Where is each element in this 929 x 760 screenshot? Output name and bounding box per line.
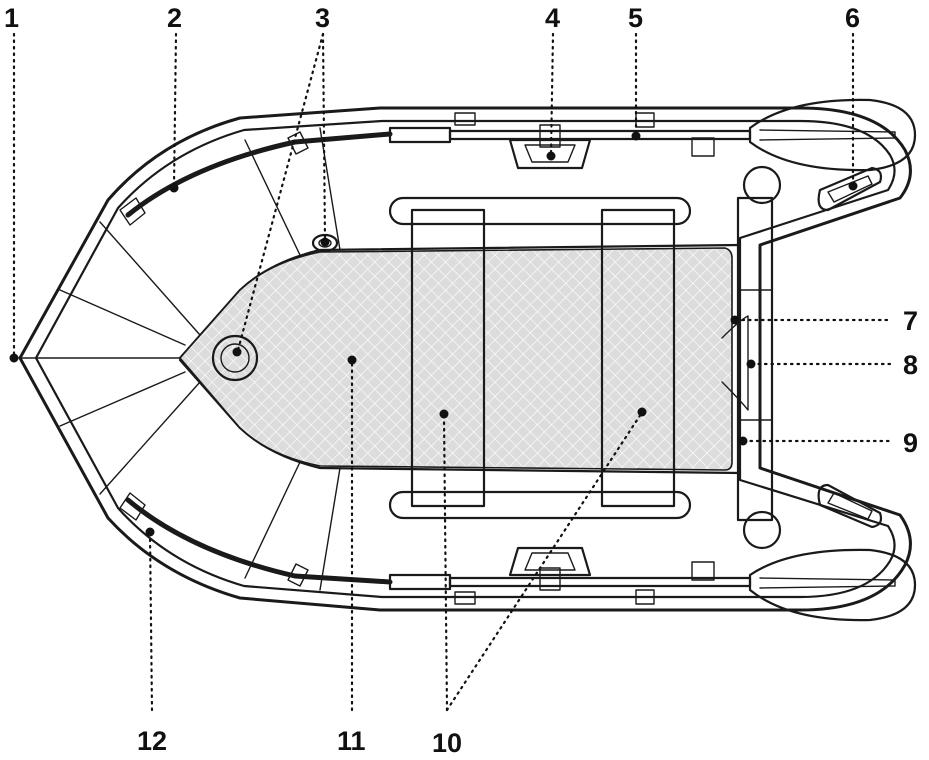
stern-handles [817,166,883,529]
leaders [9,32,892,712]
seat-front [410,208,486,508]
oarlock-top [508,124,592,170]
floor-mesh [178,247,733,471]
callout-3: 3 [315,3,330,33]
grab-line-top [119,131,393,226]
callout-10: 10 [432,728,462,758]
callout-11: 11 [337,726,366,756]
callout-4: 4 [545,3,560,33]
keel-valve [211,334,259,382]
seat-rear [600,208,676,508]
grab-line-bottom [119,492,393,587]
callout-5: 5 [628,3,643,33]
callout-1: 1 [4,3,19,33]
callout-12: 12 [137,726,167,756]
callout-2: 2 [167,3,182,33]
oar-bottom [388,548,917,622]
oar-top [388,98,917,172]
callout-8: 8 [903,350,918,380]
callout-6: 6 [845,3,860,33]
seat-supports [388,196,692,520]
callout-7: 7 [903,306,918,336]
callout-9: 9 [903,428,918,458]
oarlock-bottom [508,546,592,591]
